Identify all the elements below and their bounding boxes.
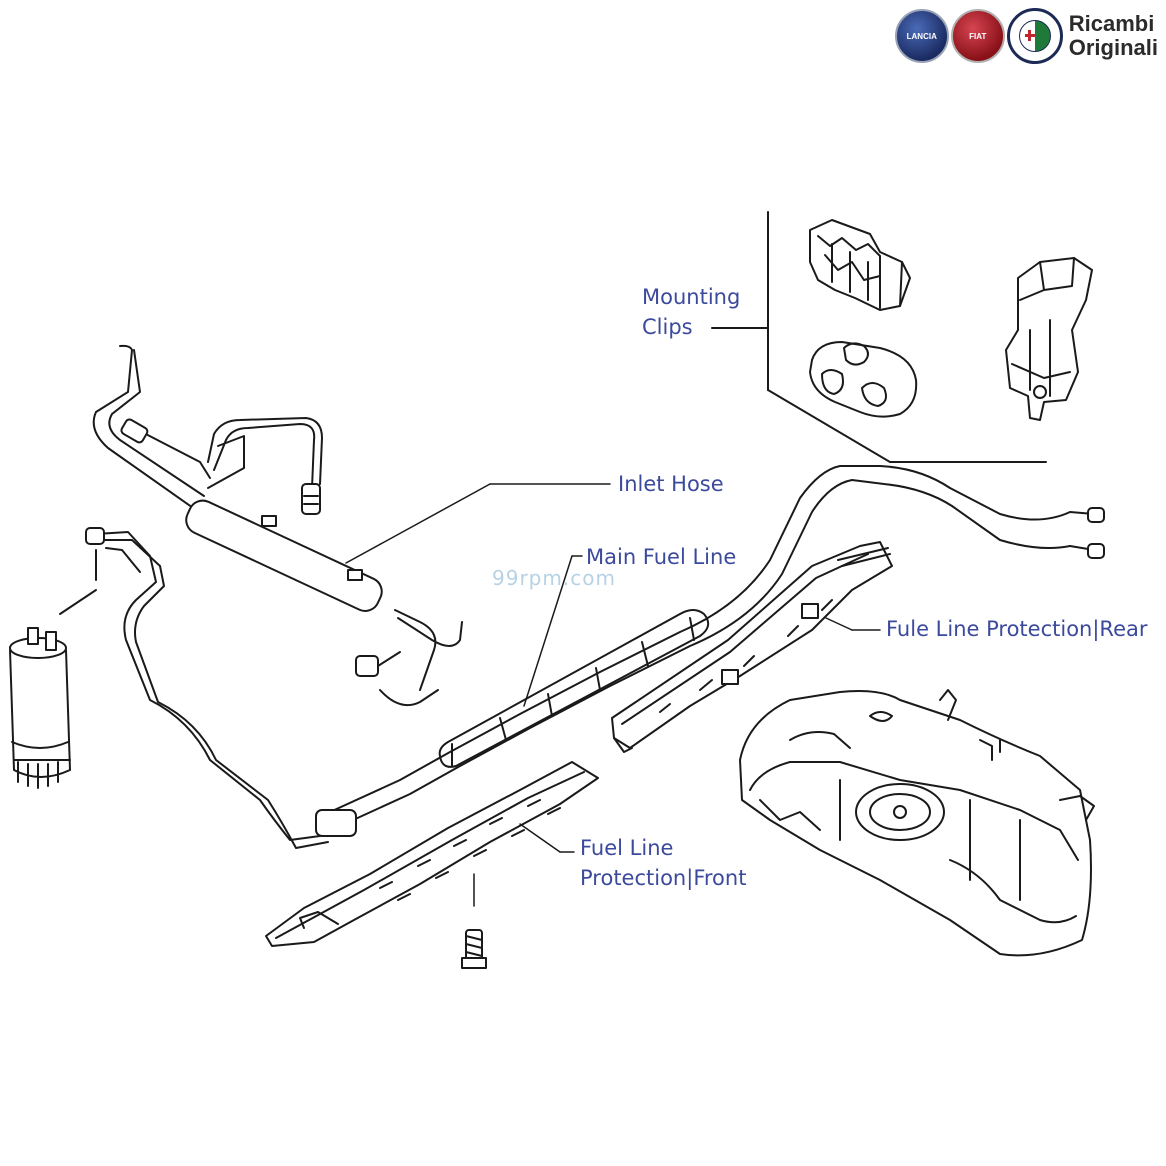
mounting-clip-1 <box>809 219 911 311</box>
brand-title: Ricambi Originali <box>1069 12 1158 60</box>
front-protection-leader <box>519 823 561 853</box>
brand-title-line1: Ricambi <box>1068 11 1155 36</box>
fuel-filter <box>9 627 71 789</box>
fuel-tank <box>739 689 1095 957</box>
mounting-clips-frame <box>767 211 1047 463</box>
label-main-fuel-line: Main Fuel Line <box>586 545 737 569</box>
fiat-logo-icon: FIAT <box>950 9 1005 63</box>
label-inlet-hose: Inlet Hose <box>618 472 724 496</box>
label-mounting-clips: Mounting Clips <box>642 282 740 342</box>
front-protection-shield <box>265 761 599 947</box>
main-fuel-line-leader <box>523 555 573 707</box>
alfa-romeo-logo-icon <box>1006 8 1063 64</box>
bolt <box>461 873 487 969</box>
brand-title-line2: Originali <box>1068 35 1158 60</box>
label-mounting-clips-line2: Clips <box>642 315 693 339</box>
rear-protection-leader <box>825 617 853 631</box>
label-rear-protection: Fule Line Protection|Rear <box>886 617 1148 641</box>
main-fuel-line <box>315 465 1105 837</box>
inlet-hose-leader <box>345 483 491 564</box>
lancia-logo-text: LANCIA <box>906 31 937 41</box>
label-front-protection: Fuel Line Protection|Front <box>580 833 746 893</box>
lancia-logo-icon: LANCIA <box>894 9 949 63</box>
brand-logos: LANCIA FIAT Ricambi Originali <box>893 6 1158 66</box>
label-front-protection-line2: Protection|Front <box>580 866 747 890</box>
mounting-clip-bracket <box>1005 257 1093 421</box>
mounting-clip-2 <box>809 341 918 418</box>
rear-protection-shield <box>611 541 893 753</box>
label-front-protection-line1: Fuel Line <box>580 836 674 860</box>
fiat-logo-text: FIAT <box>969 31 987 41</box>
filter-feed-tubes <box>59 527 329 849</box>
label-mounting-clips-line1: Mounting <box>642 285 741 309</box>
inlet-hose-assembly <box>92 344 463 706</box>
watermark: 99rpm.com <box>492 566 616 590</box>
